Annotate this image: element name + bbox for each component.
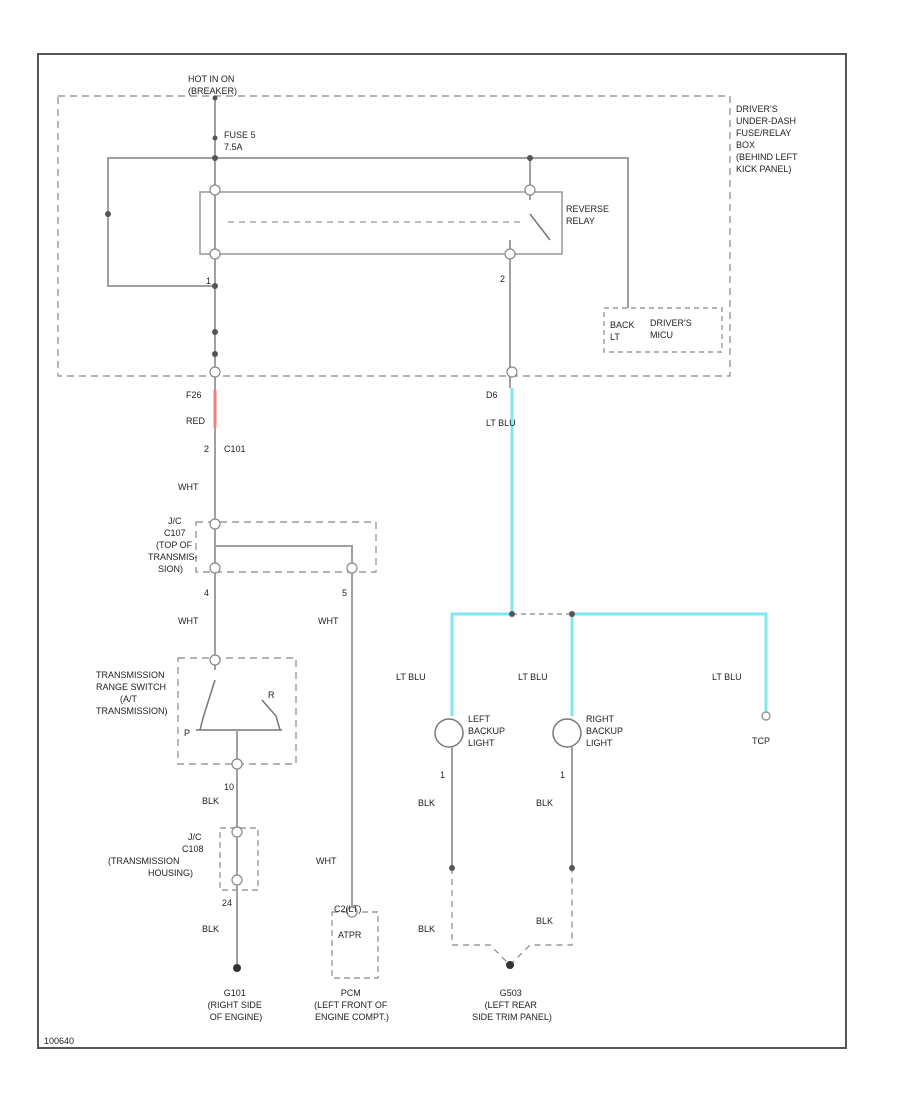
- node: [449, 865, 455, 871]
- connector-symbols: [209, 184, 771, 918]
- label-g101: G101 (RIGHT SIDE OF ENGINE): [208, 988, 265, 1022]
- label-pcm-conn: C2(LT): [334, 904, 361, 914]
- label-wire-lt-blu: LT BLU: [518, 672, 548, 682]
- label-pin: 1: [206, 276, 211, 286]
- wire-fuse-loop-left: [107, 157, 215, 287]
- label-wire-blk: BLK: [536, 798, 553, 808]
- diagram-frame: [37, 53, 847, 1049]
- left-backup-light-icon: [434, 718, 464, 748]
- label-range-r: R: [268, 690, 275, 700]
- wire-lt-blu-tcp: [572, 612, 768, 714]
- label-pin: 1: [440, 770, 445, 780]
- node: [569, 865, 575, 871]
- label-wire-red: RED: [186, 416, 206, 426]
- node: [212, 351, 218, 357]
- label-wire-lt-blu: LT BLU: [712, 672, 742, 682]
- g503-ground-icon: [506, 961, 514, 969]
- label-wire-lt-blu: LT BLU: [396, 672, 426, 682]
- node: [509, 611, 515, 617]
- label-left-backup: LEFT BACKUP LIGHT: [468, 714, 507, 748]
- label-wire-blk: BLK: [418, 924, 435, 934]
- wire-c107-branch: [215, 545, 353, 570]
- label-conn-d6: D6: [486, 390, 498, 400]
- label-atpr: ATPR: [338, 930, 362, 940]
- reverse-relay-box: [199, 191, 563, 255]
- node: [527, 155, 533, 161]
- node: [569, 611, 575, 617]
- label-wire-blk: BLK: [536, 916, 553, 926]
- node: [212, 155, 218, 161]
- micu-box-outline: [603, 307, 723, 353]
- wire-fuse-loop: [215, 157, 629, 308]
- relay-switch-arm: [529, 213, 551, 241]
- label-drivers-micu: DRIVER'S MICU: [650, 318, 694, 340]
- label-figure-id: 100640: [44, 1036, 74, 1046]
- g101-ground-icon: [233, 964, 241, 972]
- label-wire-wht: WHT: [318, 616, 339, 626]
- fuse-relay-box-outline: [57, 95, 731, 377]
- label-wire-blk: BLK: [202, 796, 219, 806]
- label-fuse-amps: 7.5A: [224, 142, 243, 152]
- label-wire-wht: WHT: [316, 856, 337, 866]
- label-hot-in-on: HOT IN ON: [188, 74, 234, 84]
- label-pin: 2: [204, 444, 209, 454]
- label-drivers-box: DRIVER'S UNDER-DASH FUSE/RELAY BOX (BEHI…: [736, 104, 800, 174]
- label-wire-lt-blu: LT BLU: [486, 418, 516, 428]
- label-pin: 5: [342, 588, 347, 598]
- label-wire-blk: BLK: [202, 924, 219, 934]
- label-wire-blk: BLK: [418, 798, 435, 808]
- label-wire-wht: WHT: [178, 616, 199, 626]
- label-trans-range: TRANSMISSION RANGE SWITCH (A/T TRANSMISS…: [96, 670, 169, 716]
- label-breaker: (BREAKER): [188, 86, 237, 96]
- label-pin: 24: [222, 898, 232, 908]
- node: [212, 329, 218, 335]
- label-range-p: P: [184, 728, 190, 738]
- range-switch-right: [261, 699, 281, 731]
- node: [212, 135, 218, 141]
- right-backup-light-icon: [552, 718, 582, 748]
- label-to-tcp: TCP: [752, 736, 770, 746]
- label-right-backup: RIGHT BACKUP LIGHT: [586, 714, 625, 748]
- label-pcm: PCM (LEFT FRONT OF ENGINE COMPT.): [314, 988, 390, 1022]
- jc-c107-box: [195, 521, 377, 573]
- label-pin: 1: [560, 770, 565, 780]
- ground-loop-dashed: [451, 868, 573, 966]
- wire-lt-blu-left: [450, 612, 512, 716]
- node: [105, 211, 111, 217]
- label-fuse: FUSE 5: [224, 130, 256, 140]
- label-reverse-relay: REVERSE RELAY: [566, 204, 612, 226]
- label-jc-c108: J/C C108 (TRANSMISSION HOUSING): [108, 832, 206, 878]
- label-g503: G503 (LEFT REAR SIDE TRIM PANEL): [472, 988, 552, 1022]
- label-back-lt: BACK LT: [610, 320, 637, 342]
- pcm-box: [331, 911, 379, 979]
- label-pin: 2: [500, 274, 505, 284]
- label-wire-wht: WHT: [178, 482, 199, 492]
- node: [212, 95, 218, 101]
- label-pin: 4: [204, 588, 209, 598]
- label-conn-c101: C101: [224, 444, 246, 454]
- range-switch-contact: [199, 679, 216, 731]
- label-pin: 10: [224, 782, 234, 792]
- node: [212, 283, 218, 289]
- label-jc-c107: J/C C107 (TOP OF TRANSMIS- SION): [148, 516, 200, 574]
- label-conn-f26: F26: [186, 390, 202, 400]
